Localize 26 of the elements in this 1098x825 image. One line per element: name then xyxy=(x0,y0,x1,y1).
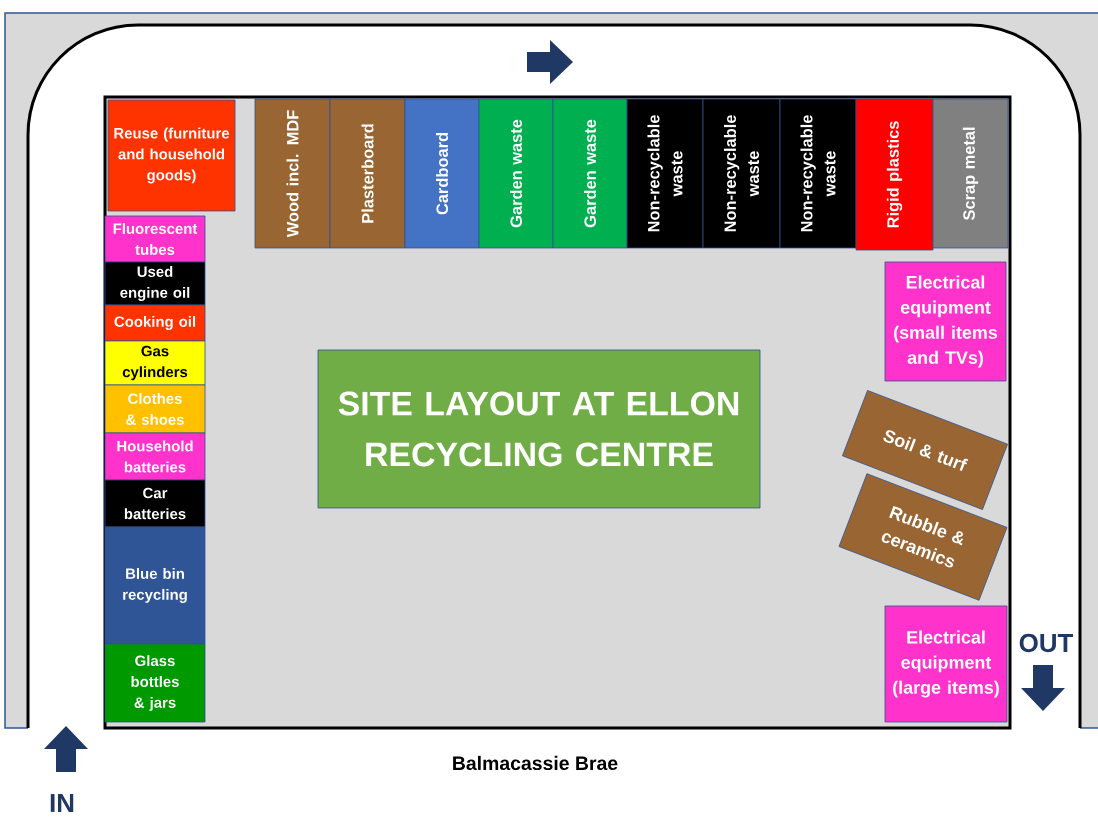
road-name: Balmacassie Brae xyxy=(453,755,618,771)
bay-box: Fluorescent tubes xyxy=(104,215,206,263)
bay-box: Plasterboard xyxy=(329,98,406,249)
bay-box: Household batteries xyxy=(104,432,206,481)
entrance-label: IN xyxy=(50,794,74,812)
bay-box: Clothes & shoes xyxy=(104,384,206,434)
title-box: SITE LAYOUT AT ELLON RECYCLING CENTRE xyxy=(317,349,761,509)
bay-box: Gas cylinders xyxy=(104,340,206,386)
bay-box: Blue bin recycling xyxy=(104,526,206,645)
bay-box: Wood incl. MDF xyxy=(254,98,331,249)
bay-box: Non-recyclable waste xyxy=(702,98,781,249)
bay-box: Cooking oil xyxy=(104,304,206,342)
bay-box: Rigid plastics xyxy=(855,98,934,251)
bay-box: Car batteries xyxy=(104,479,206,528)
bay-box: Garden waste xyxy=(552,98,628,249)
bay-box: Scrap metal xyxy=(932,98,1009,249)
bay-box: Electrical equipment (large items) xyxy=(884,605,1008,723)
bay-box: Garden waste xyxy=(478,98,554,249)
bay-box: Non-recyclable waste xyxy=(779,98,857,249)
bay-box: Reuse (furniture and household goods) xyxy=(107,99,236,212)
exit-label: OUT xyxy=(1019,633,1074,653)
bay-box: Glass bottles & jars xyxy=(104,643,206,723)
bay-box: Non-recyclable waste xyxy=(626,98,704,249)
bay-box: Cardboard xyxy=(404,98,480,249)
bay-box: Used engine oil xyxy=(104,261,206,306)
bay-box: Electrical equipment (small items and TVs) xyxy=(884,261,1007,382)
